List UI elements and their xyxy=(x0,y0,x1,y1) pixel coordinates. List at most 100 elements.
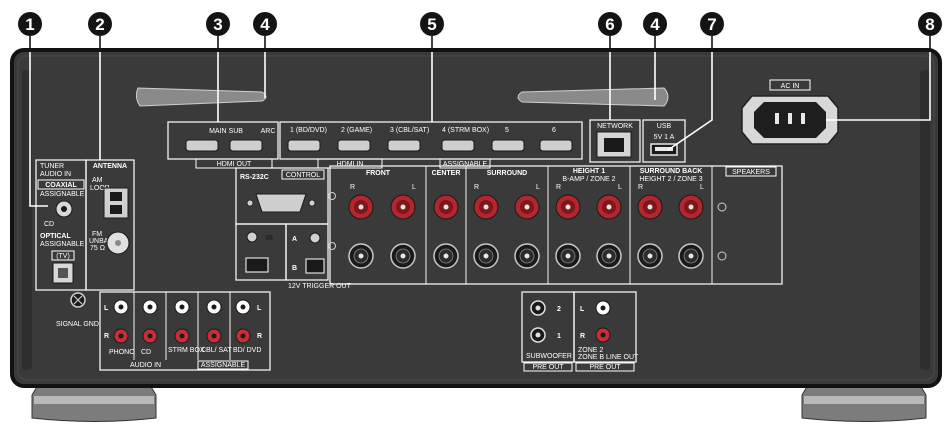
rca-jack-cbl-r-center xyxy=(211,333,217,339)
rs232c-screw-right xyxy=(308,199,316,207)
binding-post-surround-r-pos xyxy=(473,194,499,220)
rca-r-label: R xyxy=(104,333,109,340)
hdmi-out-block: MAIN SUB ARC HDMI OUT xyxy=(167,121,279,169)
optical-tv-box xyxy=(51,250,75,261)
rca-l-label: L xyxy=(104,305,109,312)
zone-pre-out-box xyxy=(575,362,635,372)
zone-r-jack-center xyxy=(600,332,606,338)
rca-phono-label: PHONO xyxy=(109,349,135,356)
ac-pin-left xyxy=(775,113,779,124)
zone2-line-label: ZONE B LINE OUT xyxy=(578,354,639,361)
zone-line-out-block: L R ZONE 2 ZONE B LINE OUT PRE OUT xyxy=(573,291,639,372)
speakers-block: SPEAKERS FRONT CENTER SURROUND HEIGHT 1 … xyxy=(329,165,783,285)
subwoofer-1-label: 1 xyxy=(557,333,561,340)
rca-jack-strm-r-center xyxy=(179,333,185,339)
coaxial-jack-center xyxy=(61,206,67,212)
antenna-block: ANTENNA AM LOOP FM UNBAL 75 Ω xyxy=(85,159,135,291)
callout-3-circle xyxy=(206,12,230,36)
zone-pre-out-label: PRE OUT xyxy=(589,364,621,371)
rca-jack-cd-r-center xyxy=(147,333,153,339)
hdmi-out-arc-label: ARC xyxy=(261,128,276,135)
antenna-ohm-label: 75 Ω xyxy=(90,245,105,252)
zone-l-label: L xyxy=(580,306,585,313)
usb-port-tongue xyxy=(655,147,673,151)
callout-3-number: 3 xyxy=(213,15,222,34)
network-port-socket xyxy=(604,138,624,152)
zone-l-jack-center xyxy=(600,305,606,311)
zone-r-label: R xyxy=(580,333,585,340)
network-label: NETWORK xyxy=(597,123,633,130)
ir-label: IR xyxy=(266,235,273,242)
feet xyxy=(31,384,927,422)
rs232c-port xyxy=(255,193,307,213)
ac-pin-middle xyxy=(788,113,792,124)
surround-r-label: R xyxy=(474,184,479,191)
callout-1-number: 1 xyxy=(25,15,34,34)
trigger-out-label: 12V TRIGGER OUT xyxy=(288,283,352,290)
rca-right-l-label: L xyxy=(257,305,262,312)
antenna-fm-label: FM xyxy=(92,231,102,238)
hdmi-in-port-5 xyxy=(491,139,525,152)
hdmi-assignable-box xyxy=(439,158,491,169)
antenna-loop-label: LOOP xyxy=(90,185,110,192)
callout-5-circle xyxy=(420,12,444,36)
front-label: FRONT xyxy=(366,170,391,177)
subwoofer-1-jack-center xyxy=(535,332,541,338)
surround-back-l-label: L xyxy=(700,184,704,191)
height1-r-label: R xyxy=(556,184,561,191)
hdmi-in-block: 1 (BD/DVD) 2 (GAME) 3 (CBL/SAT) 4 (STRM … xyxy=(279,121,583,169)
surround-l-label: L xyxy=(536,184,540,191)
callout-4b-number: 4 xyxy=(650,15,660,34)
optical-port-aperture xyxy=(58,268,68,278)
surround-back-sub-label: HEIGHT 2 / ZONE 3 xyxy=(639,176,702,183)
fm-antenna-jack-center xyxy=(115,240,121,246)
surround-label: SURROUND xyxy=(487,170,527,177)
hdmi-out-main-port xyxy=(185,139,219,152)
coaxial-label-box xyxy=(37,179,85,190)
optical-tv-label: (TV) xyxy=(56,253,70,260)
binding-post-surround-l-neg xyxy=(514,243,540,269)
callout-4-circle xyxy=(253,12,277,36)
rca-jack-cd-l-center xyxy=(147,304,153,310)
hdmi-out-sub-port xyxy=(229,139,263,152)
hdmi-in-port-3 xyxy=(387,139,421,152)
ac-pin-right xyxy=(801,113,805,124)
coaxial-label: COAXIAL xyxy=(45,182,77,189)
tuner-label: TUNER xyxy=(40,163,64,170)
zone2-label: ZONE 2 xyxy=(578,347,603,354)
rca-jack-bd-r-center xyxy=(240,333,246,339)
control-label: CONTROL xyxy=(286,172,320,179)
callout-2-circle xyxy=(88,12,112,36)
hdmi-out-sub-label: MAIN SUB xyxy=(209,128,243,135)
binding-post-front-r-neg xyxy=(348,243,374,269)
trigger-a-label: A xyxy=(292,236,297,243)
height1-l-label: L xyxy=(618,184,622,191)
binding-post-front-l-pos xyxy=(390,194,416,220)
callout-markers: 1 2 3 4 4 5 6 7 8 xyxy=(18,12,942,36)
callout-leaders xyxy=(29,52,931,207)
gnd-screw-slot xyxy=(73,295,83,305)
pre-out-label-box xyxy=(523,362,573,372)
binding-post-surround-back-l-neg xyxy=(678,243,704,269)
rca-bd-label: BD/ DVD xyxy=(233,347,261,354)
hdmi-in-port-4 xyxy=(441,139,475,152)
network-block: NETWORK xyxy=(589,119,641,163)
antenna-label: ANTENNA xyxy=(93,163,127,170)
rca-strm-label: STRM BOX xyxy=(168,347,205,354)
rca-jack-phono-l-center xyxy=(118,304,124,310)
rca-cbl-label: CBL/ SAT xyxy=(201,347,232,354)
rj-port xyxy=(245,257,269,273)
subwoofer-label: SUBWOOFER xyxy=(526,353,572,360)
callout-8-circle xyxy=(918,12,942,36)
binding-post-surround-back-r-neg xyxy=(637,243,663,269)
binding-post-height1-r-neg xyxy=(555,243,581,269)
callout-4b-circle xyxy=(643,12,667,36)
rs232c-screw-left xyxy=(246,199,254,207)
am-terminal-block xyxy=(103,187,129,219)
speakers-label: SPEAKERS xyxy=(732,169,770,176)
chassis-screw-2 xyxy=(328,242,336,250)
zone-frame xyxy=(573,291,637,363)
left-foot-highlight xyxy=(34,396,154,404)
leader-1 xyxy=(29,52,48,207)
